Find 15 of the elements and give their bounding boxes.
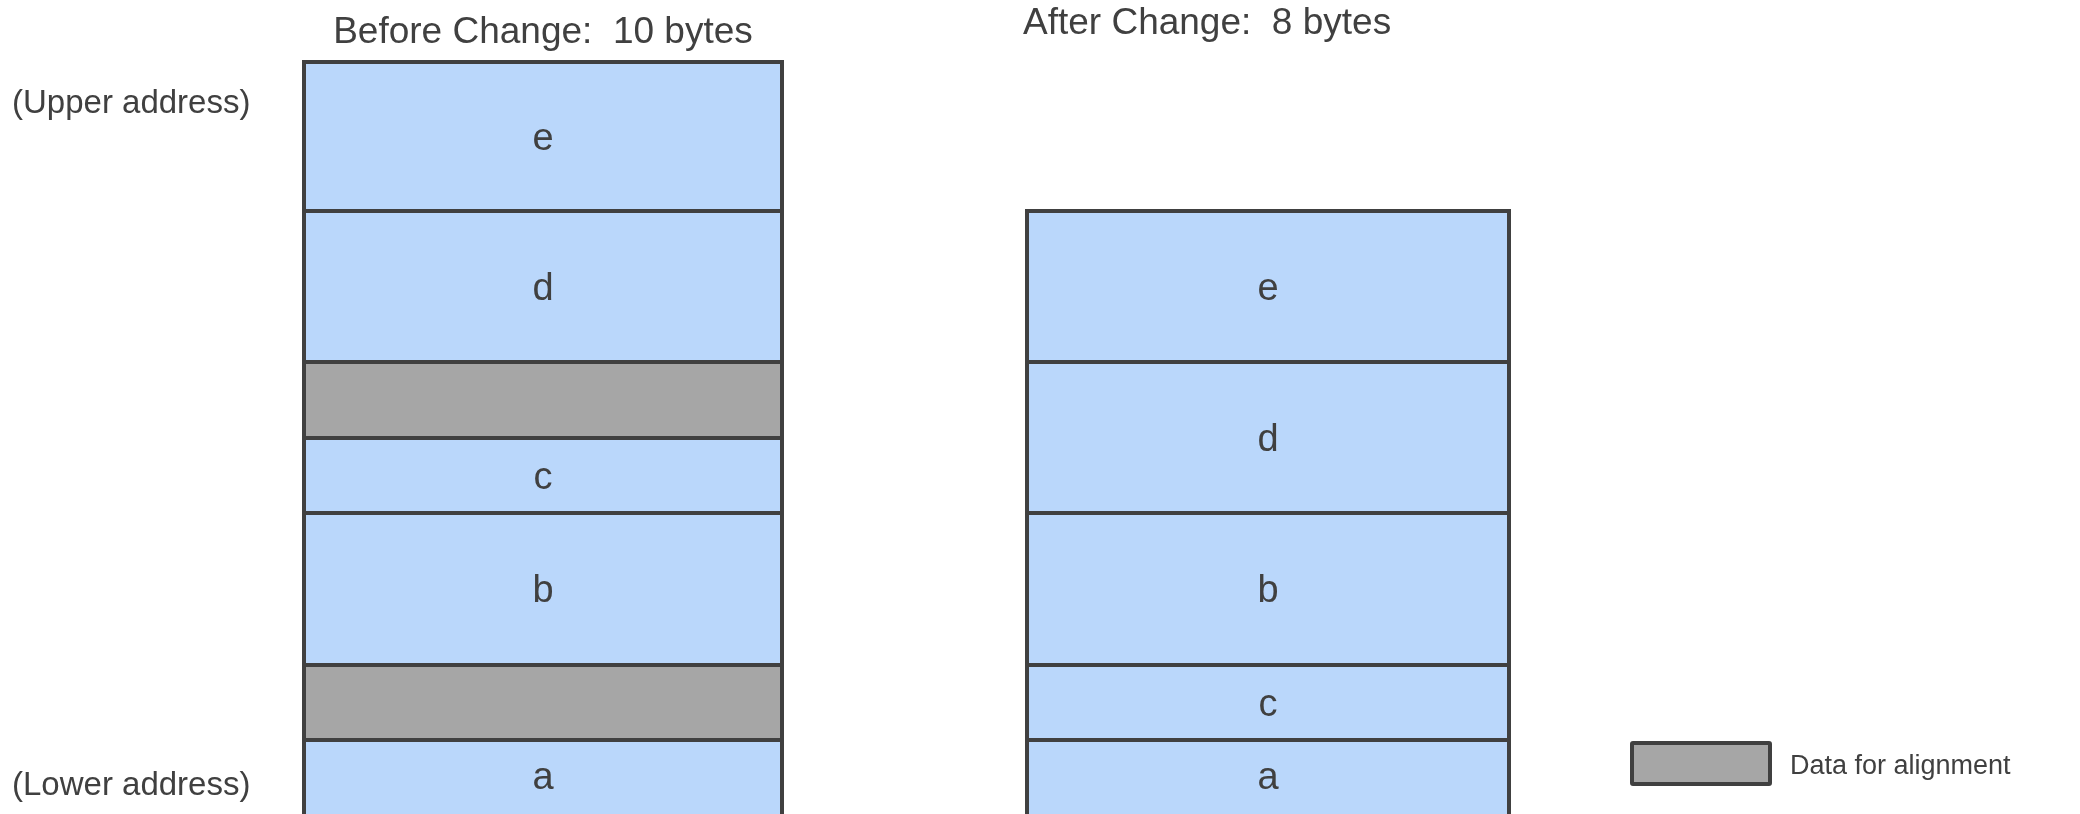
field-name: e: [1257, 267, 1279, 306]
field-name: d: [1257, 418, 1279, 457]
field-name: a: [532, 757, 554, 795]
address-label: (Lower address): [12, 767, 251, 800]
stack-title: Before Change: 10 bytes: [332, 12, 754, 49]
legend-label: Data for alignment: [1790, 752, 2011, 779]
field-name: c: [533, 456, 553, 495]
field-name: e: [532, 117, 554, 156]
field-name: c: [1258, 683, 1278, 722]
field-name: a: [1257, 757, 1279, 795]
address-label: (Upper address): [12, 85, 251, 118]
field-name: b: [532, 570, 554, 608]
field-name: d: [532, 267, 554, 306]
field-name: b: [1257, 570, 1279, 608]
stack-title: After Change: 8 bytes: [1023, 3, 1392, 40]
